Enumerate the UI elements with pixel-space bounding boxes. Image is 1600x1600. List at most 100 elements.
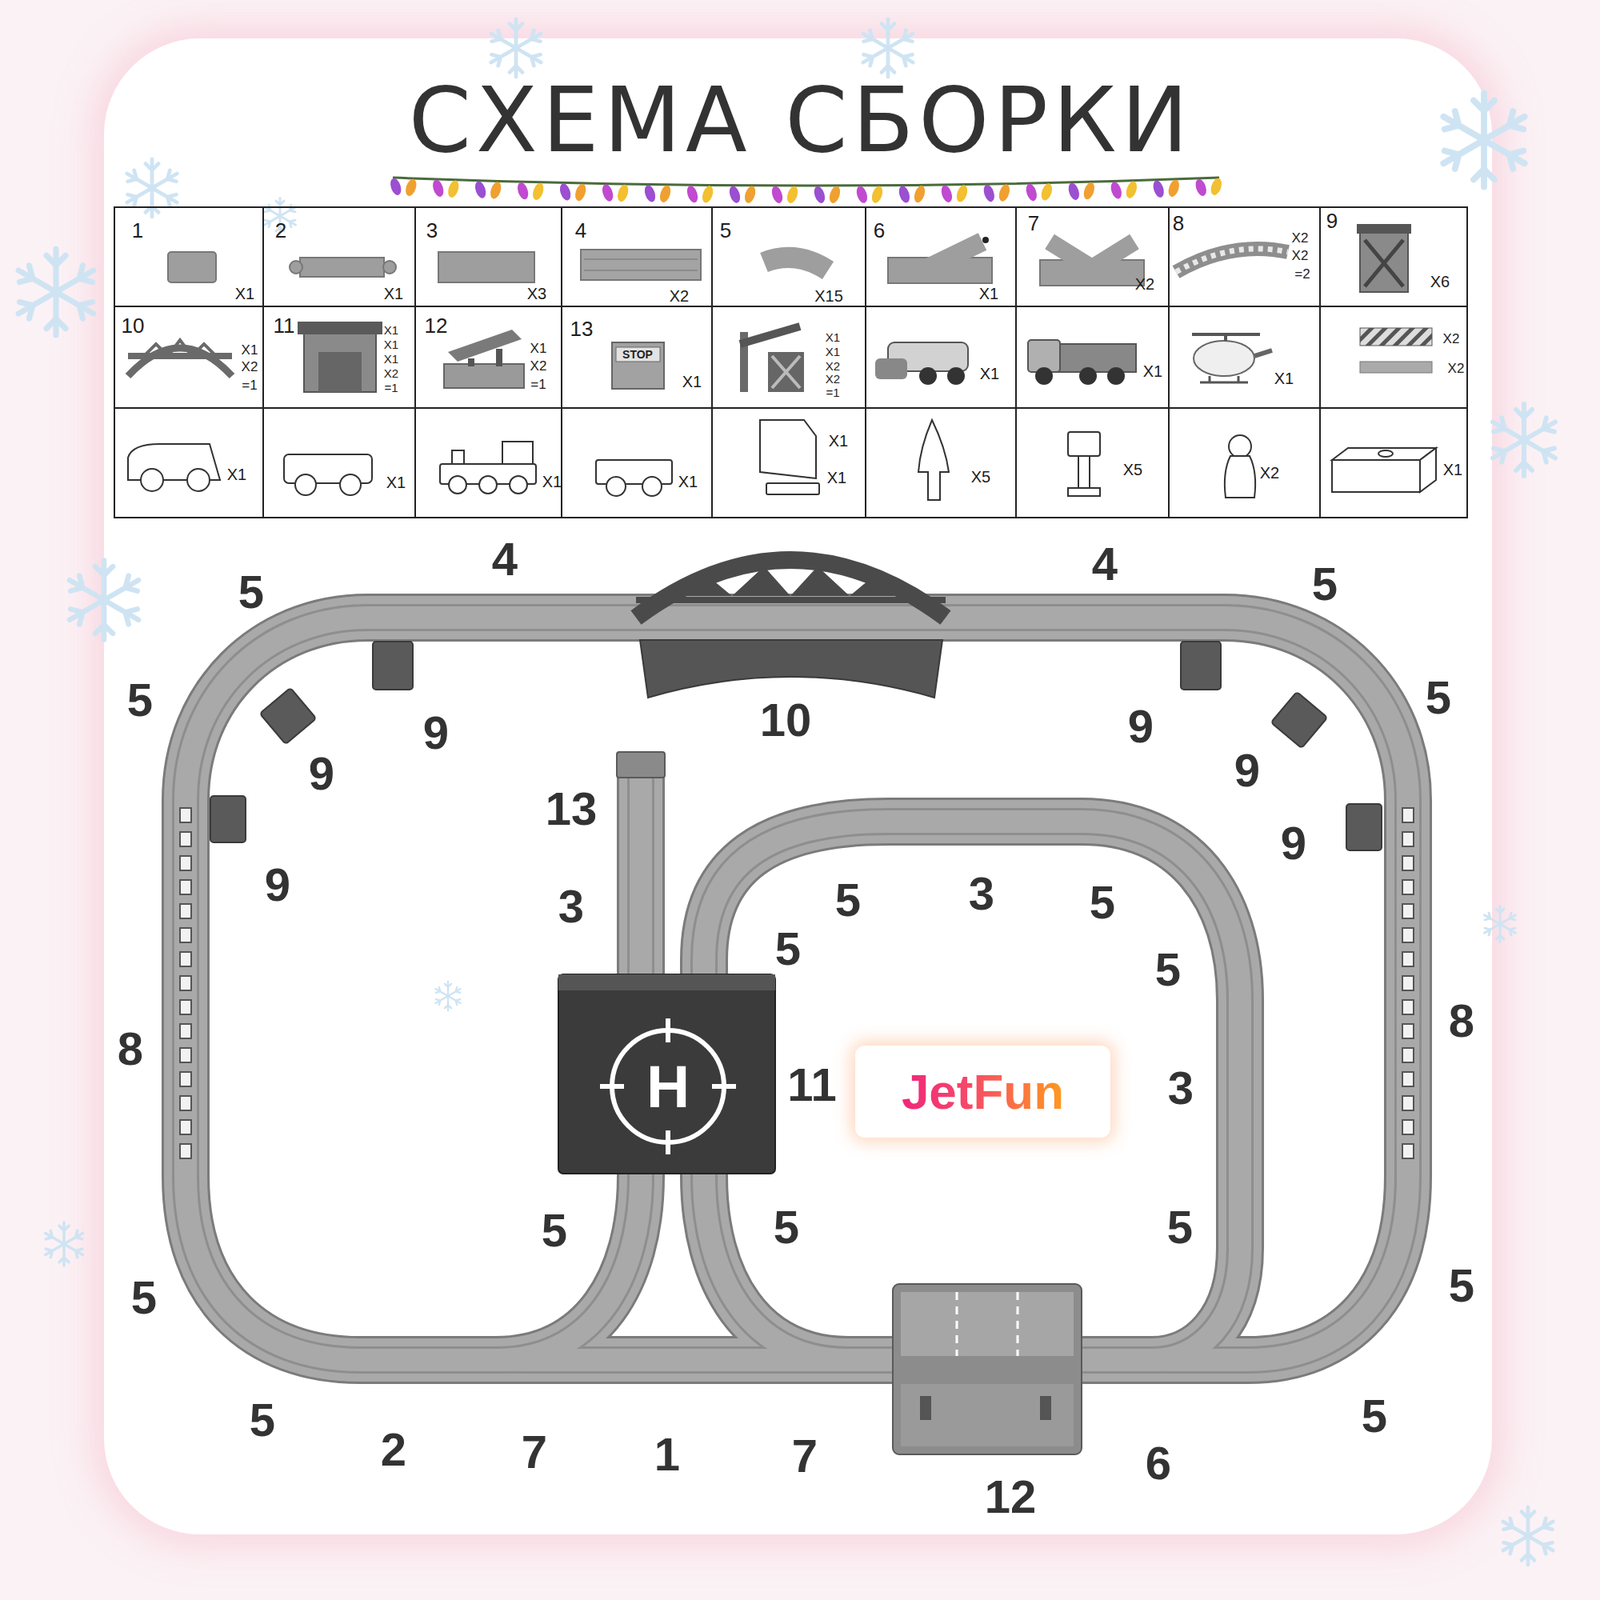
callout-number: 6 <box>1143 1440 1174 1487</box>
part-count: X1 <box>542 473 562 490</box>
part-count: X1 <box>678 473 698 490</box>
parts-pictures <box>128 420 1436 500</box>
callout-number: 5 <box>128 1274 160 1321</box>
garland-lights <box>392 177 1220 186</box>
garland-bulb <box>784 184 800 205</box>
garland-bulb <box>854 184 869 205</box>
part-count: X1 <box>828 432 848 449</box>
garland-bulb <box>1066 181 1081 202</box>
callout-number: 7 <box>789 1432 820 1480</box>
callout-number: 5 <box>832 876 864 924</box>
callout-number: H <box>646 1056 690 1117</box>
callout-number: 9 <box>420 709 452 756</box>
callout-number: 5 <box>772 925 804 972</box>
helipad-station <box>558 974 776 991</box>
part-count: X5 <box>971 468 991 485</box>
part-count: X1 <box>227 466 247 483</box>
parts-pictures <box>764 257 828 271</box>
part-number: 1 <box>132 220 144 241</box>
parts-pictures <box>1228 435 1252 458</box>
callout-number: 9 <box>1278 820 1309 867</box>
garland-bulb <box>1166 178 1181 199</box>
pillar-supports <box>260 688 316 744</box>
part-number: 6 <box>873 220 885 241</box>
callout-number: 9 <box>1232 747 1263 794</box>
callout-number: 9 <box>262 861 293 908</box>
callout-number: 8 <box>115 1025 146 1072</box>
station-12 <box>900 1384 1074 1447</box>
garland-bulb <box>657 184 672 204</box>
callout-number: 4 <box>1089 540 1120 588</box>
part-count: X1 <box>825 331 840 344</box>
bridge <box>680 566 903 596</box>
bridge <box>636 560 946 618</box>
parts-pictures <box>1360 228 1408 292</box>
part-count: =1 <box>384 381 398 394</box>
part-number: 5 <box>720 220 732 241</box>
parts-pictures <box>1360 361 1432 373</box>
callout-number: 5 <box>1359 1392 1390 1440</box>
bridge <box>636 596 946 604</box>
part-count: X2 <box>384 367 399 380</box>
parts-pictures <box>1035 367 1053 385</box>
ramp-pieces <box>177 804 194 1164</box>
track-layout <box>704 821 1240 1360</box>
snowflakes <box>433 981 462 1011</box>
callout-number: 5 <box>1423 674 1454 721</box>
part-number: 2 <box>275 220 287 241</box>
parts-pictures <box>982 236 989 244</box>
helipad-station <box>600 1018 736 1155</box>
part-count: X5 <box>1123 461 1143 478</box>
part-number: 10 <box>121 315 145 336</box>
garland-bulb <box>473 180 488 200</box>
callout-number: 5 <box>1446 1262 1477 1309</box>
part-number: 8 <box>1172 212 1184 234</box>
part-count: X1 <box>1274 370 1294 387</box>
snowflakes <box>43 1222 86 1266</box>
stop-end <box>616 752 665 778</box>
parts-pictures <box>300 257 384 277</box>
parts-pictures <box>128 224 1436 500</box>
parts-pictures <box>616 347 660 362</box>
garland-bulb <box>912 184 927 204</box>
station-12 <box>900 1292 1074 1356</box>
logo-text: JetFun <box>901 1067 1064 1117</box>
part-count: X2 <box>1135 276 1155 292</box>
part-count: X1 <box>384 324 399 336</box>
garland-bulb <box>827 184 842 205</box>
garland-bulb <box>1124 180 1139 200</box>
parts-pictures <box>1356 224 1412 234</box>
parts-pictures <box>1192 334 1260 341</box>
stop-end <box>616 752 665 778</box>
part-count: X1 <box>682 373 702 390</box>
parts-pictures <box>947 367 965 385</box>
garland-bulb <box>531 181 546 202</box>
part-number: 7 <box>1028 212 1040 234</box>
parts-pictures <box>144 340 216 356</box>
snowflakes <box>488 19 544 77</box>
parts-pictures <box>140 468 164 492</box>
part-count: X2 <box>825 360 840 372</box>
parts-pictures <box>919 367 937 385</box>
callout-number: 8 <box>1446 997 1477 1044</box>
part-count: =1 <box>530 377 546 392</box>
track-layout <box>704 821 1240 1360</box>
parts-pictures <box>128 348 232 376</box>
garland-bulb <box>954 184 969 204</box>
garland-bulb <box>573 182 588 203</box>
parts-pictures <box>289 260 303 274</box>
part-number: 13 <box>570 318 594 340</box>
station-12 <box>956 1292 1018 1356</box>
parts-pictures <box>448 329 522 362</box>
parts-pictures <box>1364 240 1404 287</box>
parts-pictures <box>479 476 497 494</box>
part-count: X15 <box>814 288 844 304</box>
garland-bulb <box>742 184 757 205</box>
snowflakes <box>1438 93 1530 188</box>
callout-number: 3 <box>556 883 587 930</box>
callout-number: 11 <box>784 1061 839 1108</box>
garland-bulb <box>388 176 404 197</box>
pillar-supports <box>210 796 246 843</box>
track-layout <box>185 617 1408 1360</box>
